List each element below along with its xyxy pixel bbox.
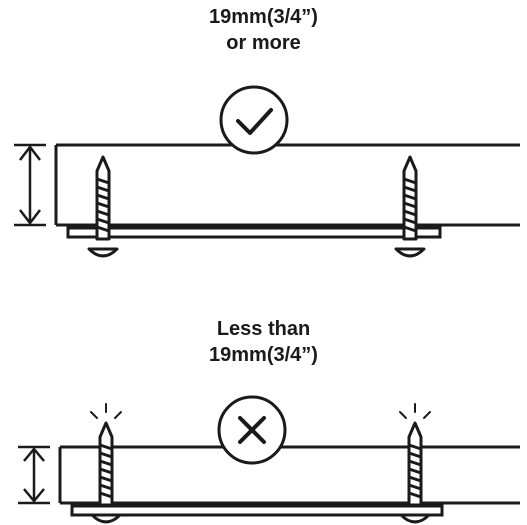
- thin-board: [58, 445, 520, 505]
- thick-screw-right: [394, 155, 426, 258]
- thick-mounting-plate: [66, 226, 442, 239]
- thin-dimension-arrow: [18, 445, 50, 505]
- thin-mounting-plate: [70, 504, 444, 517]
- checkmark-icon: [219, 85, 289, 155]
- caption-thin-line1: Less than: [216, 318, 311, 340]
- protrusion-warning-marks-left: [90, 403, 122, 419]
- thick-board: [54, 143, 520, 227]
- caption-thin-panel: Less than 19mm(3/4”): [0, 316, 527, 368]
- caption-thick-panel: 19mm(3/4”) or more: [0, 4, 527, 56]
- caption-thick-line2: or more: [226, 32, 301, 54]
- thick-screw-left: [87, 155, 119, 258]
- protrusion-warning-marks-right: [399, 403, 431, 419]
- thin-panel-diagram: [18, 395, 520, 524]
- caption-thick-line1: 19mm(3/4”): [209, 6, 318, 28]
- thick-dimension-arrow: [14, 143, 46, 227]
- caption-thin-line2: 19mm(3/4”): [209, 344, 318, 366]
- thick-panel-diagram: [14, 85, 520, 258]
- cross-icon: [217, 395, 287, 465]
